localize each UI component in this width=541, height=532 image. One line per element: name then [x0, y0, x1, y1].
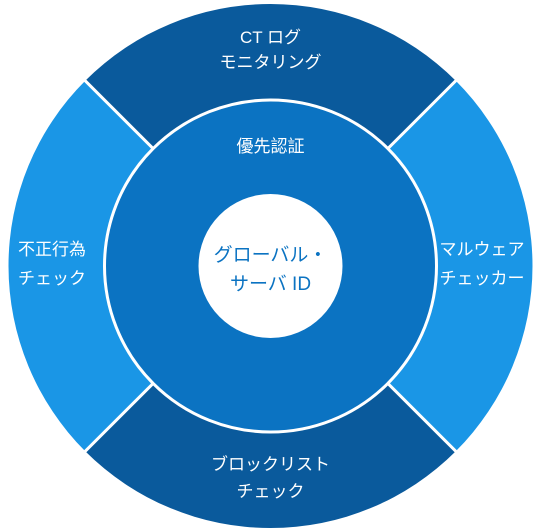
top-segment-label-line-2: モニタリング — [220, 53, 322, 72]
right-segment-label-line-1: マルウェア — [440, 240, 525, 259]
divider-bottom-left — [83, 382, 155, 454]
outer-segment-blocklist-check — [85, 383, 456, 528]
divider-top-right — [386, 78, 458, 150]
center-hub — [198, 194, 343, 338]
bottom-segment-label-line-2: チェック — [237, 482, 305, 501]
divider-bottom-right — [386, 382, 458, 454]
center-label-line-1: グローバル・ — [214, 244, 328, 266]
top-segment-label-line-1: CT ログ — [240, 28, 301, 47]
left-segment-label-line-2: チェック — [18, 269, 86, 288]
outer-segment-malware-checker — [387, 80, 533, 452]
outer-segment-ct-log-monitoring — [85, 4, 456, 149]
segment-dividers — [83, 78, 458, 454]
outer-ring — [8, 4, 533, 528]
divider-top-left — [83, 78, 155, 150]
bottom-segment-label-line-1: ブロックリスト — [211, 454, 330, 474]
center-label-line-2: サーバ ID — [230, 274, 311, 295]
left-segment-label-line-1: 不正行為 — [18, 240, 86, 259]
right-segment-label-line-2: チェッカー — [440, 269, 525, 288]
outer-segment-fraud-check — [8, 80, 154, 452]
inner-ring-label: 優先認証 — [237, 137, 305, 156]
